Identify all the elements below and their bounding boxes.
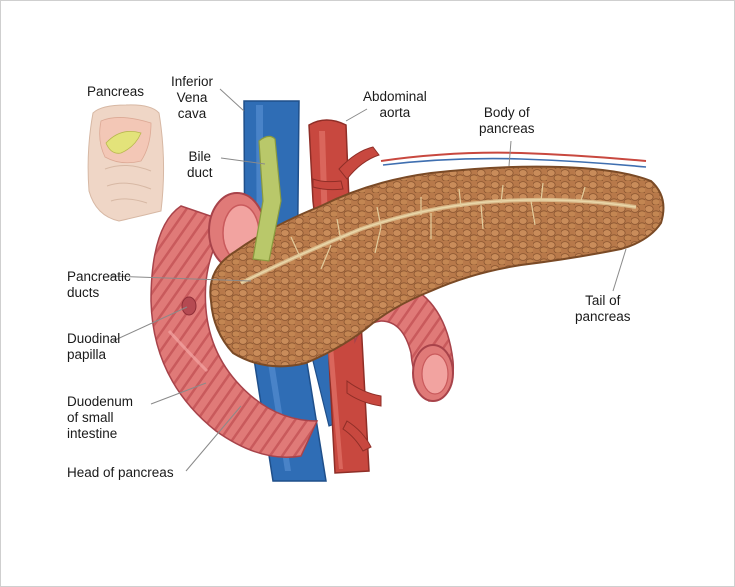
label-abdominal-aorta: Abdominal aorta xyxy=(363,89,427,120)
label-bile-duct: Bile duct xyxy=(187,149,213,180)
label-duodenum: Duodenum of small intestine xyxy=(67,394,134,441)
leader-tail-of-pancreas xyxy=(612,248,627,292)
label-head-of-pancreas: Head of pancreas xyxy=(67,465,174,480)
leader-lines xyxy=(108,88,627,472)
leader-body-of-pancreas xyxy=(508,140,512,167)
leader-duodenum xyxy=(150,382,207,405)
leader-pancreatic-ducts xyxy=(108,275,252,282)
leader-duodinal-papilla xyxy=(112,306,188,342)
label-inferior-vena-cava: Inferior Vena cava xyxy=(171,74,214,121)
leader-inferior-vena-cava xyxy=(219,88,245,112)
torso-inset xyxy=(87,104,165,222)
leader-head-of-pancreas xyxy=(185,405,242,472)
pancreas-organ xyxy=(209,151,665,368)
leader-abdominal-aorta xyxy=(345,108,368,122)
label-tail-of-pancreas: Tail of pancreas xyxy=(575,293,631,324)
label-duodinal-papilla: Duodinal papilla xyxy=(67,331,121,362)
leader-bile-duct xyxy=(220,157,266,165)
bile-duct xyxy=(252,135,282,262)
label-pancreatic-ducts: Pancreatic ducts xyxy=(67,269,131,300)
label-pancreas: Pancreas xyxy=(87,84,145,99)
label-body-of-pancreas: Body of pancreas xyxy=(479,105,535,136)
